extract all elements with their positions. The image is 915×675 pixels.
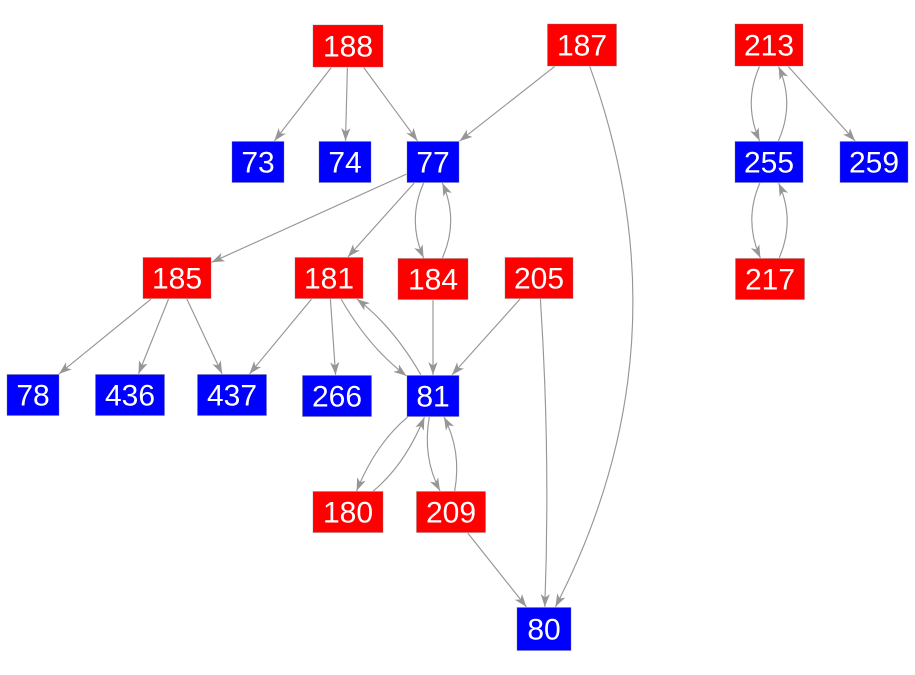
graph-node-259[interactable]: 259 [839, 141, 909, 183]
node-box-259[interactable] [839, 141, 909, 183]
node-box-184[interactable] [397, 258, 469, 300]
nodes-layer: 188 187 213 73 74 77 255 259 185 181 184 205 217 78 43… [6, 23, 909, 651]
node-box-213[interactable] [734, 23, 804, 67]
edge-205-to-80 [539, 299, 550, 607]
graph-node-78[interactable]: 78 [6, 374, 60, 416]
edge-255-to-217 [750, 182, 761, 259]
node-box-181[interactable] [294, 257, 364, 299]
node-box-266[interactable] [302, 375, 372, 417]
graph-node-187[interactable]: 187 [547, 23, 617, 67]
graph-node-80[interactable]: 80 [516, 607, 572, 651]
graph-node-217[interactable]: 217 [735, 258, 805, 300]
node-box-217[interactable] [735, 258, 805, 300]
edge-213-to-259 [787, 66, 856, 142]
edge-180-to-81 [373, 416, 425, 492]
node-box-205[interactable] [504, 257, 574, 299]
graph-node-205[interactable]: 205 [504, 257, 574, 299]
graph-node-266[interactable]: 266 [302, 375, 372, 417]
graph-node-213[interactable]: 213 [734, 23, 804, 67]
node-box-187[interactable] [547, 23, 617, 67]
edge-188-to-73 [273, 67, 332, 142]
edges-layer [58, 66, 856, 608]
graph-node-255[interactable]: 255 [734, 141, 804, 183]
node-box-81[interactable] [406, 375, 460, 417]
node-box-437[interactable] [197, 374, 267, 416]
edge-77-to-184 [414, 182, 425, 259]
graph-node-436[interactable]: 436 [95, 374, 165, 416]
edge-181-to-81 [340, 298, 407, 377]
edge-185-to-436 [137, 298, 170, 375]
graph-node-209[interactable]: 209 [416, 491, 486, 533]
edge-81-to-209 [426, 416, 441, 492]
node-box-188[interactable] [312, 24, 384, 68]
edge-205-to-81 [451, 298, 521, 376]
node-box-73[interactable] [231, 141, 285, 183]
edge-81-to-180 [356, 416, 408, 492]
graph-node-437[interactable]: 437 [197, 374, 267, 416]
node-box-209[interactable] [416, 491, 486, 533]
node-box-180[interactable] [312, 491, 384, 533]
graph-node-180[interactable]: 180 [312, 491, 384, 533]
graph-node-73[interactable]: 73 [231, 141, 285, 183]
graph-node-184[interactable]: 184 [397, 258, 469, 300]
graph-node-77[interactable]: 77 [406, 141, 460, 183]
graph-node-81[interactable]: 81 [406, 375, 460, 417]
node-box-255[interactable] [734, 141, 804, 183]
node-box-80[interactable] [516, 607, 572, 651]
graph-node-181[interactable]: 181 [294, 257, 364, 299]
graph-node-74[interactable]: 74 [318, 141, 372, 183]
edge-187-to-80 [554, 66, 634, 608]
node-box-436[interactable] [95, 374, 165, 416]
graph-node-188[interactable]: 188 [312, 24, 384, 68]
edge-187-to-77 [459, 66, 555, 142]
edge-185-to-437 [186, 298, 223, 375]
edge-209-to-80 [467, 532, 527, 608]
edge-81-to-181 [356, 298, 422, 376]
edge-185-to-78 [58, 298, 152, 375]
node-box-185[interactable] [142, 257, 212, 299]
graph-node-185[interactable]: 185 [142, 257, 212, 299]
node-box-78[interactable] [6, 374, 60, 416]
edge-217-to-255 [778, 182, 789, 259]
node-box-74[interactable] [318, 141, 372, 183]
edge-188-to-77 [363, 67, 418, 142]
edge-184-to-77 [441, 182, 452, 259]
edge-77-to-185 [211, 173, 407, 263]
edge-209-to-81 [443, 416, 458, 492]
edge-255-to-213 [777, 66, 788, 142]
edge-188-to-74 [341, 67, 351, 141]
node-box-77[interactable] [406, 141, 460, 183]
edge-181-to-266 [329, 299, 340, 375]
edge-77-to-181 [347, 182, 415, 258]
edge-181-to-437 [249, 298, 312, 375]
edge-213-to-255 [750, 66, 761, 142]
